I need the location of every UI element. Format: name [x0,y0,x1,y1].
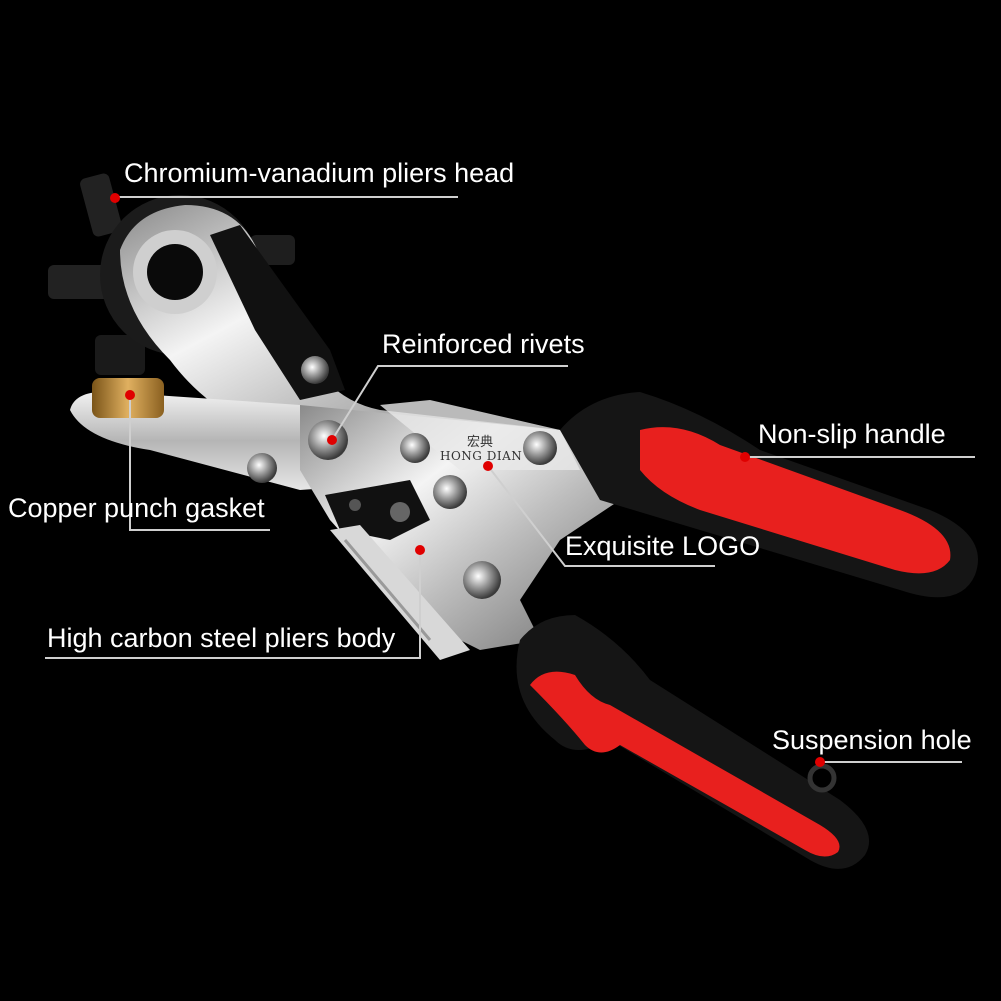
callout-gasket: Copper punch gasket [8,493,265,523]
callout-head: Chromium-vanadium pliers head [124,158,515,188]
callout-body: High carbon steel pliers body [47,623,396,653]
callout-rivets: Reinforced rivets [382,329,585,359]
body-plate [325,480,430,540]
head-rivet [301,356,329,384]
logo-chinese: 宏典 [467,435,494,450]
callout-hole: Suspension hole [772,725,972,755]
callout-handle: Non-slip handle [758,419,946,449]
head-plate [210,225,345,400]
callout-logo: Exquisite LOGO [565,531,761,561]
upper-handle [560,392,978,598]
leader-lines [45,196,975,763]
logo-latin: HONG DIAN [440,449,523,463]
suspension-hole [807,763,837,793]
callout-dots [110,193,825,767]
